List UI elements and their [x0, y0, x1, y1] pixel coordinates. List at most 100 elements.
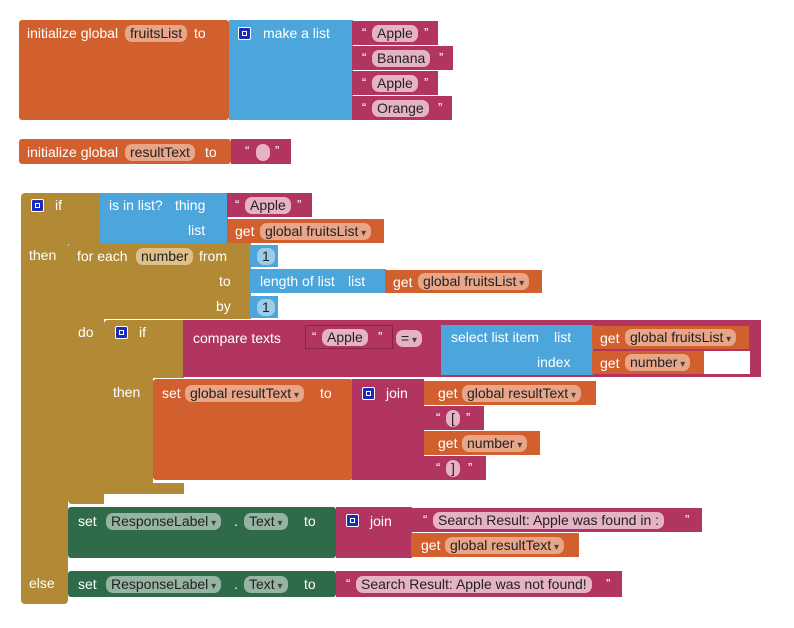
then-label: then — [113, 384, 141, 400]
inner-if-spine — [104, 378, 153, 493]
variable-dropdown[interactable]: global fruitsList — [625, 329, 737, 346]
text-value[interactable]: Apple — [245, 197, 291, 214]
number-block-from[interactable]: 1 — [250, 245, 278, 267]
text-value[interactable]: Search Result: Apple was not found! — [356, 576, 592, 593]
operator-dropdown[interactable]: = — [396, 330, 422, 347]
mutator-gear-icon[interactable] — [346, 514, 359, 527]
variable-dropdown[interactable]: global fruitsList — [418, 273, 530, 290]
text-block-found[interactable]: “ Search Result: Apple was found in : ” — [411, 508, 702, 532]
loop-var-field[interactable]: number — [136, 248, 194, 265]
text-block-apple-thing[interactable]: “ Apple ” — [227, 193, 312, 217]
make-list-label: make a list — [263, 25, 330, 41]
variable-dropdown[interactable]: global resultText — [462, 385, 581, 402]
get-label: get — [600, 330, 620, 346]
to-label: to — [304, 576, 316, 592]
join-label: join — [386, 385, 408, 401]
variable-dropdown[interactable]: number — [462, 435, 528, 452]
set-label: set — [162, 385, 181, 401]
empty-text-value[interactable] — [256, 144, 270, 161]
text-block-apple-2[interactable]: “ Apple ” — [352, 71, 438, 95]
get-global-resultText-block[interactable]: get global resultText — [424, 381, 596, 405]
empty-text-block[interactable]: “ ” — [231, 139, 291, 164]
variable-dropdown[interactable]: number — [625, 354, 691, 371]
get-global-resultText-block-2[interactable]: get global resultText — [411, 533, 579, 557]
set-label: set — [78, 513, 97, 529]
mutator-gear-icon[interactable] — [238, 27, 251, 40]
get-global-fruitsList-block-2[interactable]: get global fruitsList — [385, 270, 542, 293]
inner-if-block[interactable]: if — [104, 320, 184, 378]
list-label: list — [348, 273, 366, 289]
get-label: get — [438, 385, 458, 401]
variable-dropdown[interactable]: global resultText — [185, 385, 304, 402]
text-value[interactable]: [ — [446, 410, 460, 427]
init-global-resultText-block[interactable]: initialize global resultText to — [19, 139, 231, 164]
property-dropdown[interactable]: Text — [244, 513, 288, 530]
get-label: get — [438, 435, 458, 451]
is-in-list-block[interactable]: is in list? thing list — [100, 193, 228, 243]
mutator-gear-icon[interactable] — [31, 199, 44, 212]
text-value[interactable]: ] — [446, 460, 460, 477]
get-label: get — [393, 274, 413, 290]
number-block-by[interactable]: 1 — [250, 296, 278, 318]
text-value[interactable]: Apple — [372, 75, 418, 92]
if-label: if — [139, 324, 146, 340]
init-label: initialize global — [27, 25, 119, 41]
text-value[interactable]: Banana — [372, 50, 431, 67]
text-value[interactable]: Orange — [372, 100, 429, 117]
if-block[interactable]: if — [21, 193, 100, 244]
text-block-close-bracket[interactable]: “ ] ” — [424, 456, 486, 480]
number-value[interactable]: 1 — [257, 299, 275, 316]
text-block-open-bracket[interactable]: “ [ ” — [424, 406, 484, 430]
number-value[interactable]: 1 — [257, 248, 275, 265]
mutator-gear-icon[interactable] — [362, 387, 375, 400]
var-name-field[interactable]: resultText — [125, 144, 195, 161]
set-label: set — [78, 576, 97, 592]
length-of-list-block[interactable]: length of list list — [250, 269, 386, 293]
text-block-not-found[interactable]: “ Search Result: Apple was not found! ” — [336, 571, 622, 597]
set-responselabel-text-block[interactable]: set ResponseLabel . Text to — [68, 507, 336, 558]
length-label: length of list — [260, 273, 335, 289]
get-number-block[interactable]: get number — [592, 351, 704, 374]
join-block[interactable]: join — [352, 379, 424, 480]
compare-label: compare texts — [193, 330, 281, 346]
if-block-spine — [21, 244, 68, 604]
list-label: list — [554, 329, 572, 345]
component-dropdown[interactable]: ResponseLabel — [106, 513, 222, 530]
for-each-spine — [68, 319, 104, 504]
to-label: to — [304, 513, 316, 529]
to-label: to — [320, 385, 332, 401]
select-list-item-block[interactable]: select list item list index — [441, 325, 593, 375]
variable-dropdown[interactable]: global fruitsList — [260, 223, 372, 240]
dot-label: . — [234, 576, 238, 592]
text-block-banana[interactable]: “ Banana ” — [352, 46, 453, 70]
set-responselabel-text-block-else[interactable]: set ResponseLabel . Text to — [68, 571, 336, 597]
text-value[interactable]: Search Result: Apple was found in : — [433, 512, 665, 529]
join-block-2[interactable]: join — [336, 507, 412, 558]
join-label: join — [370, 513, 392, 529]
mutator-gear-icon[interactable] — [115, 326, 128, 339]
get-label: get — [600, 355, 620, 371]
variable-dropdown[interactable]: global resultText — [445, 537, 564, 554]
property-dropdown[interactable]: Text — [244, 576, 288, 593]
for-each-number-block[interactable]: for each number from to by — [68, 243, 251, 319]
component-dropdown[interactable]: ResponseLabel — [106, 576, 222, 593]
init-global-fruitsList-block[interactable]: initialize global fruitsList to — [19, 20, 229, 120]
to-label: to — [194, 25, 206, 41]
text-value[interactable]: Apple — [372, 25, 418, 42]
var-name-field[interactable]: fruitsList — [125, 25, 188, 42]
text-block-orange[interactable]: “ Orange ” — [352, 96, 452, 120]
text-block-apple[interactable]: “ Apple ” — [352, 21, 438, 45]
make-a-list-block[interactable]: make a list — [229, 20, 353, 120]
get-number-block-2[interactable]: get number — [424, 431, 540, 455]
to-label: to — [205, 144, 217, 160]
do-label: do — [78, 324, 94, 340]
set-global-resultText-block[interactable]: set global resultText to — [153, 379, 353, 480]
text-block-apple-compare[interactable]: “ Apple ” — [305, 325, 393, 349]
by-label: by — [216, 298, 231, 314]
else-label: else — [29, 575, 55, 591]
get-global-fruitsList-block-3[interactable]: get global fruitsList — [592, 326, 749, 349]
dot-label: . — [234, 513, 238, 529]
list-label: list — [188, 222, 206, 238]
text-value[interactable]: Apple — [322, 329, 368, 346]
get-global-fruitsList-block[interactable]: get global fruitsList — [227, 219, 384, 243]
